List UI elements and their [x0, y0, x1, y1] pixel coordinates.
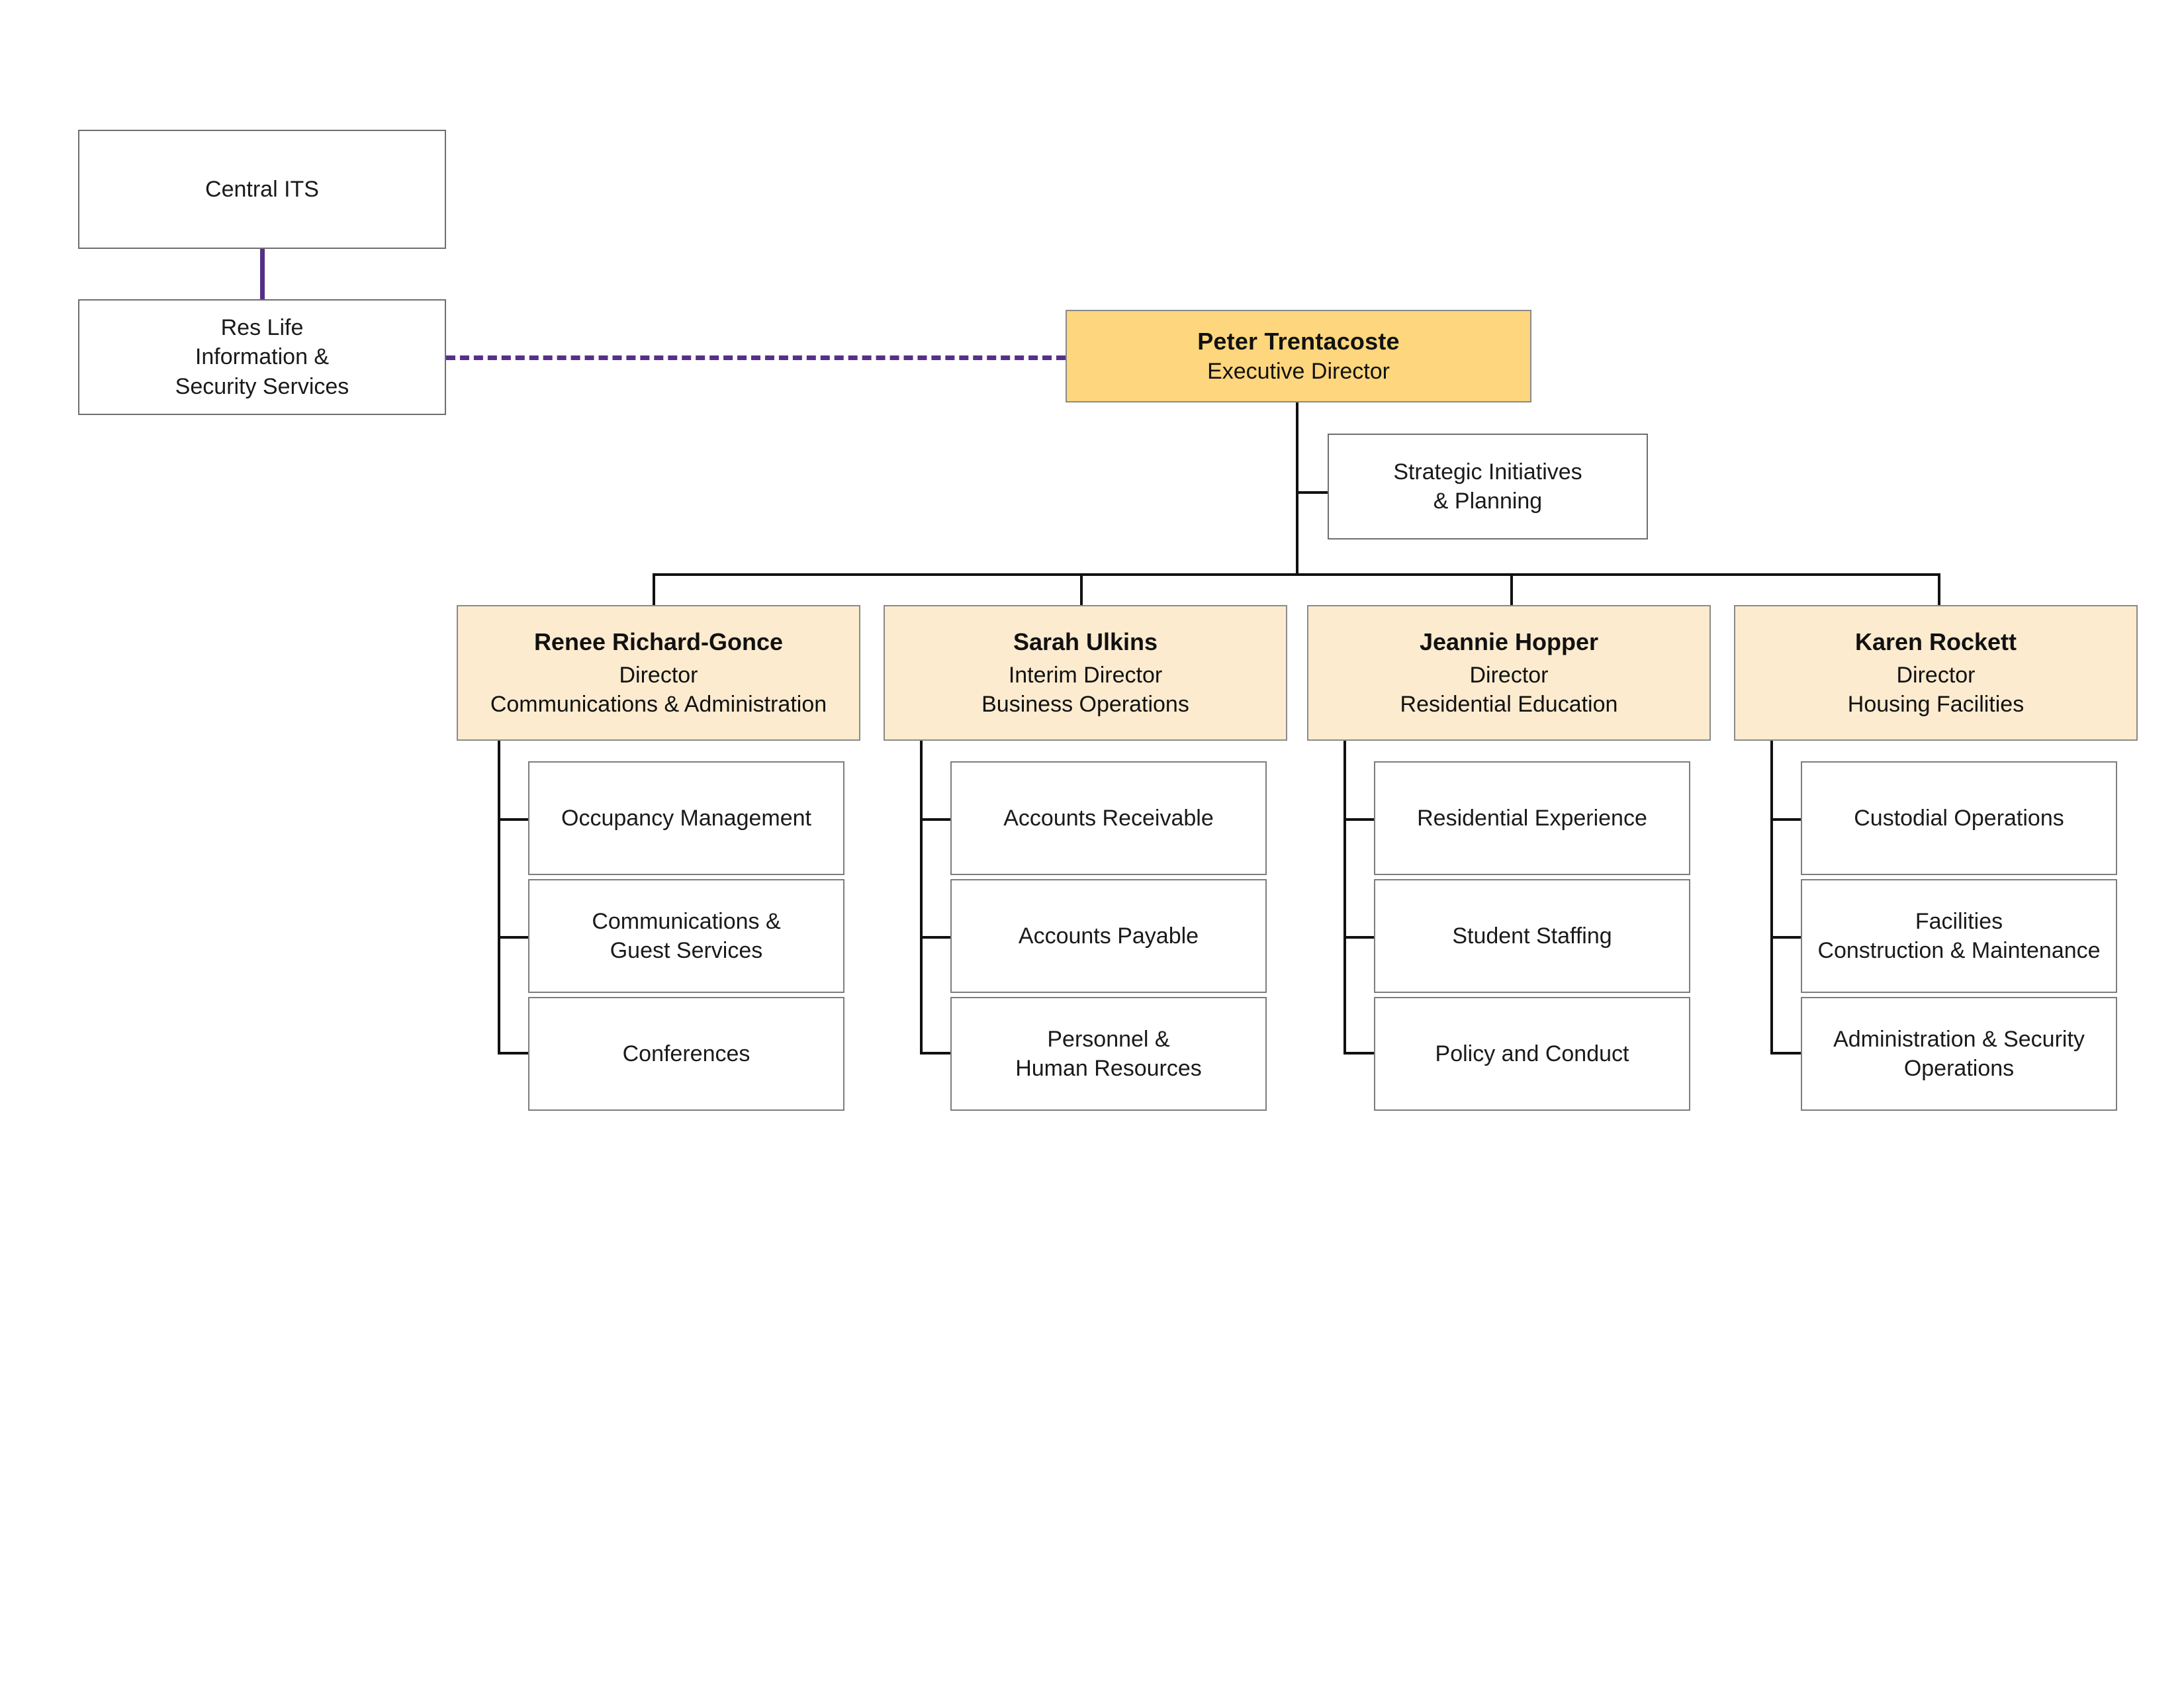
unit-2-3-line-2: Human Resources — [1015, 1056, 1202, 1081]
unit-2-1-line-1: Accounts Receivable — [1003, 805, 1214, 831]
unit-4-2-line-2: Construction & Maintenance — [1817, 938, 2101, 963]
connector-stub-2-2 — [920, 936, 950, 939]
executive-role: Executive Director — [1207, 359, 1390, 385]
node-unit-2-3[interactable]: Personnel & Human Resources — [950, 997, 1267, 1111]
director-3-role: Director — [1469, 663, 1549, 688]
unit-3-1-line-1: Residential Experience — [1417, 805, 1647, 831]
node-unit-2-2[interactable]: Accounts Payable — [950, 879, 1267, 993]
connector-spine-col-3 — [1343, 741, 1346, 1053]
director-1-role: Director — [619, 663, 698, 688]
unit-4-3-line-1: Administration & Security — [1833, 1026, 2085, 1052]
node-director-2[interactable]: Sarah Ulkins Interim Director Business O… — [884, 605, 1287, 741]
unit-3-2-line-1: Student Staffing — [1452, 923, 1612, 949]
director-3-unit: Residential Education — [1400, 691, 1618, 717]
node-unit-4-2[interactable]: Facilities Construction & Maintenance — [1801, 879, 2117, 993]
unit-3-3-line-1: Policy and Conduct — [1435, 1041, 1629, 1066]
node-unit-3-1[interactable]: Residential Experience — [1374, 761, 1690, 875]
node-unit-3-2[interactable]: Student Staffing — [1374, 879, 1690, 993]
connector-stub-2-3 — [920, 1052, 950, 1055]
node-unit-1-1[interactable]: Occupancy Management — [528, 761, 844, 875]
connector-drop-director-2 — [1080, 573, 1083, 605]
node-unit-3-3[interactable]: Policy and Conduct — [1374, 997, 1690, 1111]
director-1-unit: Communications & Administration — [490, 691, 827, 717]
director-2-unit: Business Operations — [981, 691, 1189, 717]
unit-1-3-line-1: Conferences — [622, 1041, 751, 1066]
director-4-unit: Housing Facilities — [1847, 691, 2025, 717]
node-unit-4-3[interactable]: Administration & Security Operations — [1801, 997, 2117, 1111]
executive-name: Peter Trentacoste — [1197, 327, 1400, 355]
connector-stub-3-1 — [1343, 818, 1374, 821]
connector-stub-3-2 — [1343, 936, 1374, 939]
central-its-label: Central ITS — [205, 176, 319, 202]
connector-drop-director-1 — [653, 573, 655, 605]
connector-stub-4-2 — [1770, 936, 1801, 939]
connector-spine-col-1 — [498, 741, 500, 1053]
node-director-3[interactable]: Jeannie Hopper Director Residential Educ… — [1307, 605, 1711, 741]
node-unit-1-3[interactable]: Conferences — [528, 997, 844, 1111]
connector-stub-3-3 — [1343, 1052, 1374, 1055]
node-director-1[interactable]: Renee Richard-Gonce Director Communicati… — [457, 605, 860, 741]
node-central-its[interactable]: Central ITS — [78, 130, 446, 249]
node-executive-director[interactable]: Peter Trentacoste Executive Director — [1066, 310, 1531, 402]
node-unit-4-1[interactable]: Custodial Operations — [1801, 761, 2117, 875]
connector-stub-4-3 — [1770, 1052, 1801, 1055]
res-life-line-2: Information & — [195, 344, 330, 370]
connector-stub-1-3 — [498, 1052, 528, 1055]
director-1-name: Renee Richard-Gonce — [533, 628, 784, 655]
unit-4-2-line-1: Facilities — [1915, 908, 2003, 934]
unit-1-2-line-1: Communications & — [592, 908, 781, 934]
node-unit-2-1[interactable]: Accounts Receivable — [950, 761, 1267, 875]
connector-stub-2-1 — [920, 818, 950, 821]
node-unit-1-2[interactable]: Communications & Guest Services — [528, 879, 844, 993]
strategic-line-1: Strategic Initiatives — [1393, 459, 1582, 485]
node-res-life-info-security[interactable]: Res Life Information & Security Services — [78, 299, 446, 415]
director-4-name: Karen Rockett — [1854, 628, 2017, 655]
unit-1-2-line-2: Guest Services — [610, 938, 763, 963]
unit-1-1-line-1: Occupancy Management — [561, 805, 811, 831]
connector-stub-1-1 — [498, 818, 528, 821]
res-life-line-3: Security Services — [175, 373, 349, 399]
connector-spine-col-2 — [920, 741, 923, 1053]
connector-stub-1-2 — [498, 936, 528, 939]
director-4-role: Director — [1896, 663, 1976, 688]
strategic-line-2: & Planning — [1433, 489, 1543, 514]
unit-4-3-line-2: Operations — [1903, 1056, 2015, 1081]
unit-4-1-line-1: Custodial Operations — [1854, 805, 2064, 831]
director-3-name: Jeannie Hopper — [1419, 628, 1599, 655]
connector-exec-to-strategic — [1296, 491, 1328, 494]
connector-drop-director-4 — [1938, 573, 1940, 605]
node-director-4[interactable]: Karen Rockett Director Housing Facilitie… — [1734, 605, 2138, 741]
director-2-role: Interim Director — [1008, 663, 1163, 688]
connector-drop-director-3 — [1510, 573, 1513, 605]
res-life-line-1: Res Life — [220, 315, 304, 341]
connector-spine-col-4 — [1770, 741, 1773, 1053]
dotted-relation-line — [446, 355, 1066, 360]
node-strategic-initiatives-planning[interactable]: Strategic Initiatives & Planning — [1328, 434, 1648, 539]
connector-stub-4-1 — [1770, 818, 1801, 821]
connector-exec-spine — [1296, 402, 1298, 575]
director-2-name: Sarah Ulkins — [1013, 628, 1158, 655]
unit-2-2-line-1: Accounts Payable — [1018, 923, 1199, 949]
connector-director-bus — [653, 573, 1940, 576]
unit-2-3-line-1: Personnel & — [1047, 1026, 1170, 1052]
connector-its-to-reslife — [260, 249, 265, 299]
